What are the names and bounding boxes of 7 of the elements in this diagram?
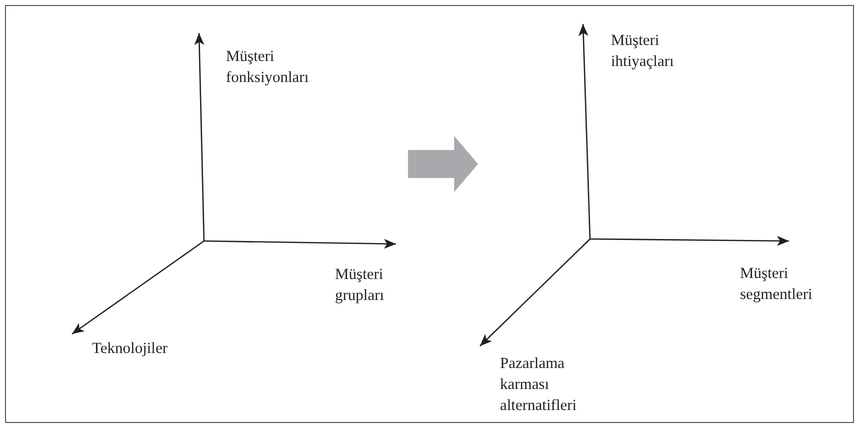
- axis-label: Müşteri fonksiyonları: [226, 47, 310, 88]
- axis-label: Müşteri ihtiyaçları: [611, 31, 675, 72]
- block-arrow: [408, 136, 478, 192]
- axis-label: Müşteri segmentleri: [740, 264, 814, 305]
- axis-label: Teknolojiler: [92, 339, 169, 359]
- axis-label: Pazarlama karması alternatifleri: [500, 354, 578, 416]
- axis-label: Müşteri grupları: [335, 265, 386, 306]
